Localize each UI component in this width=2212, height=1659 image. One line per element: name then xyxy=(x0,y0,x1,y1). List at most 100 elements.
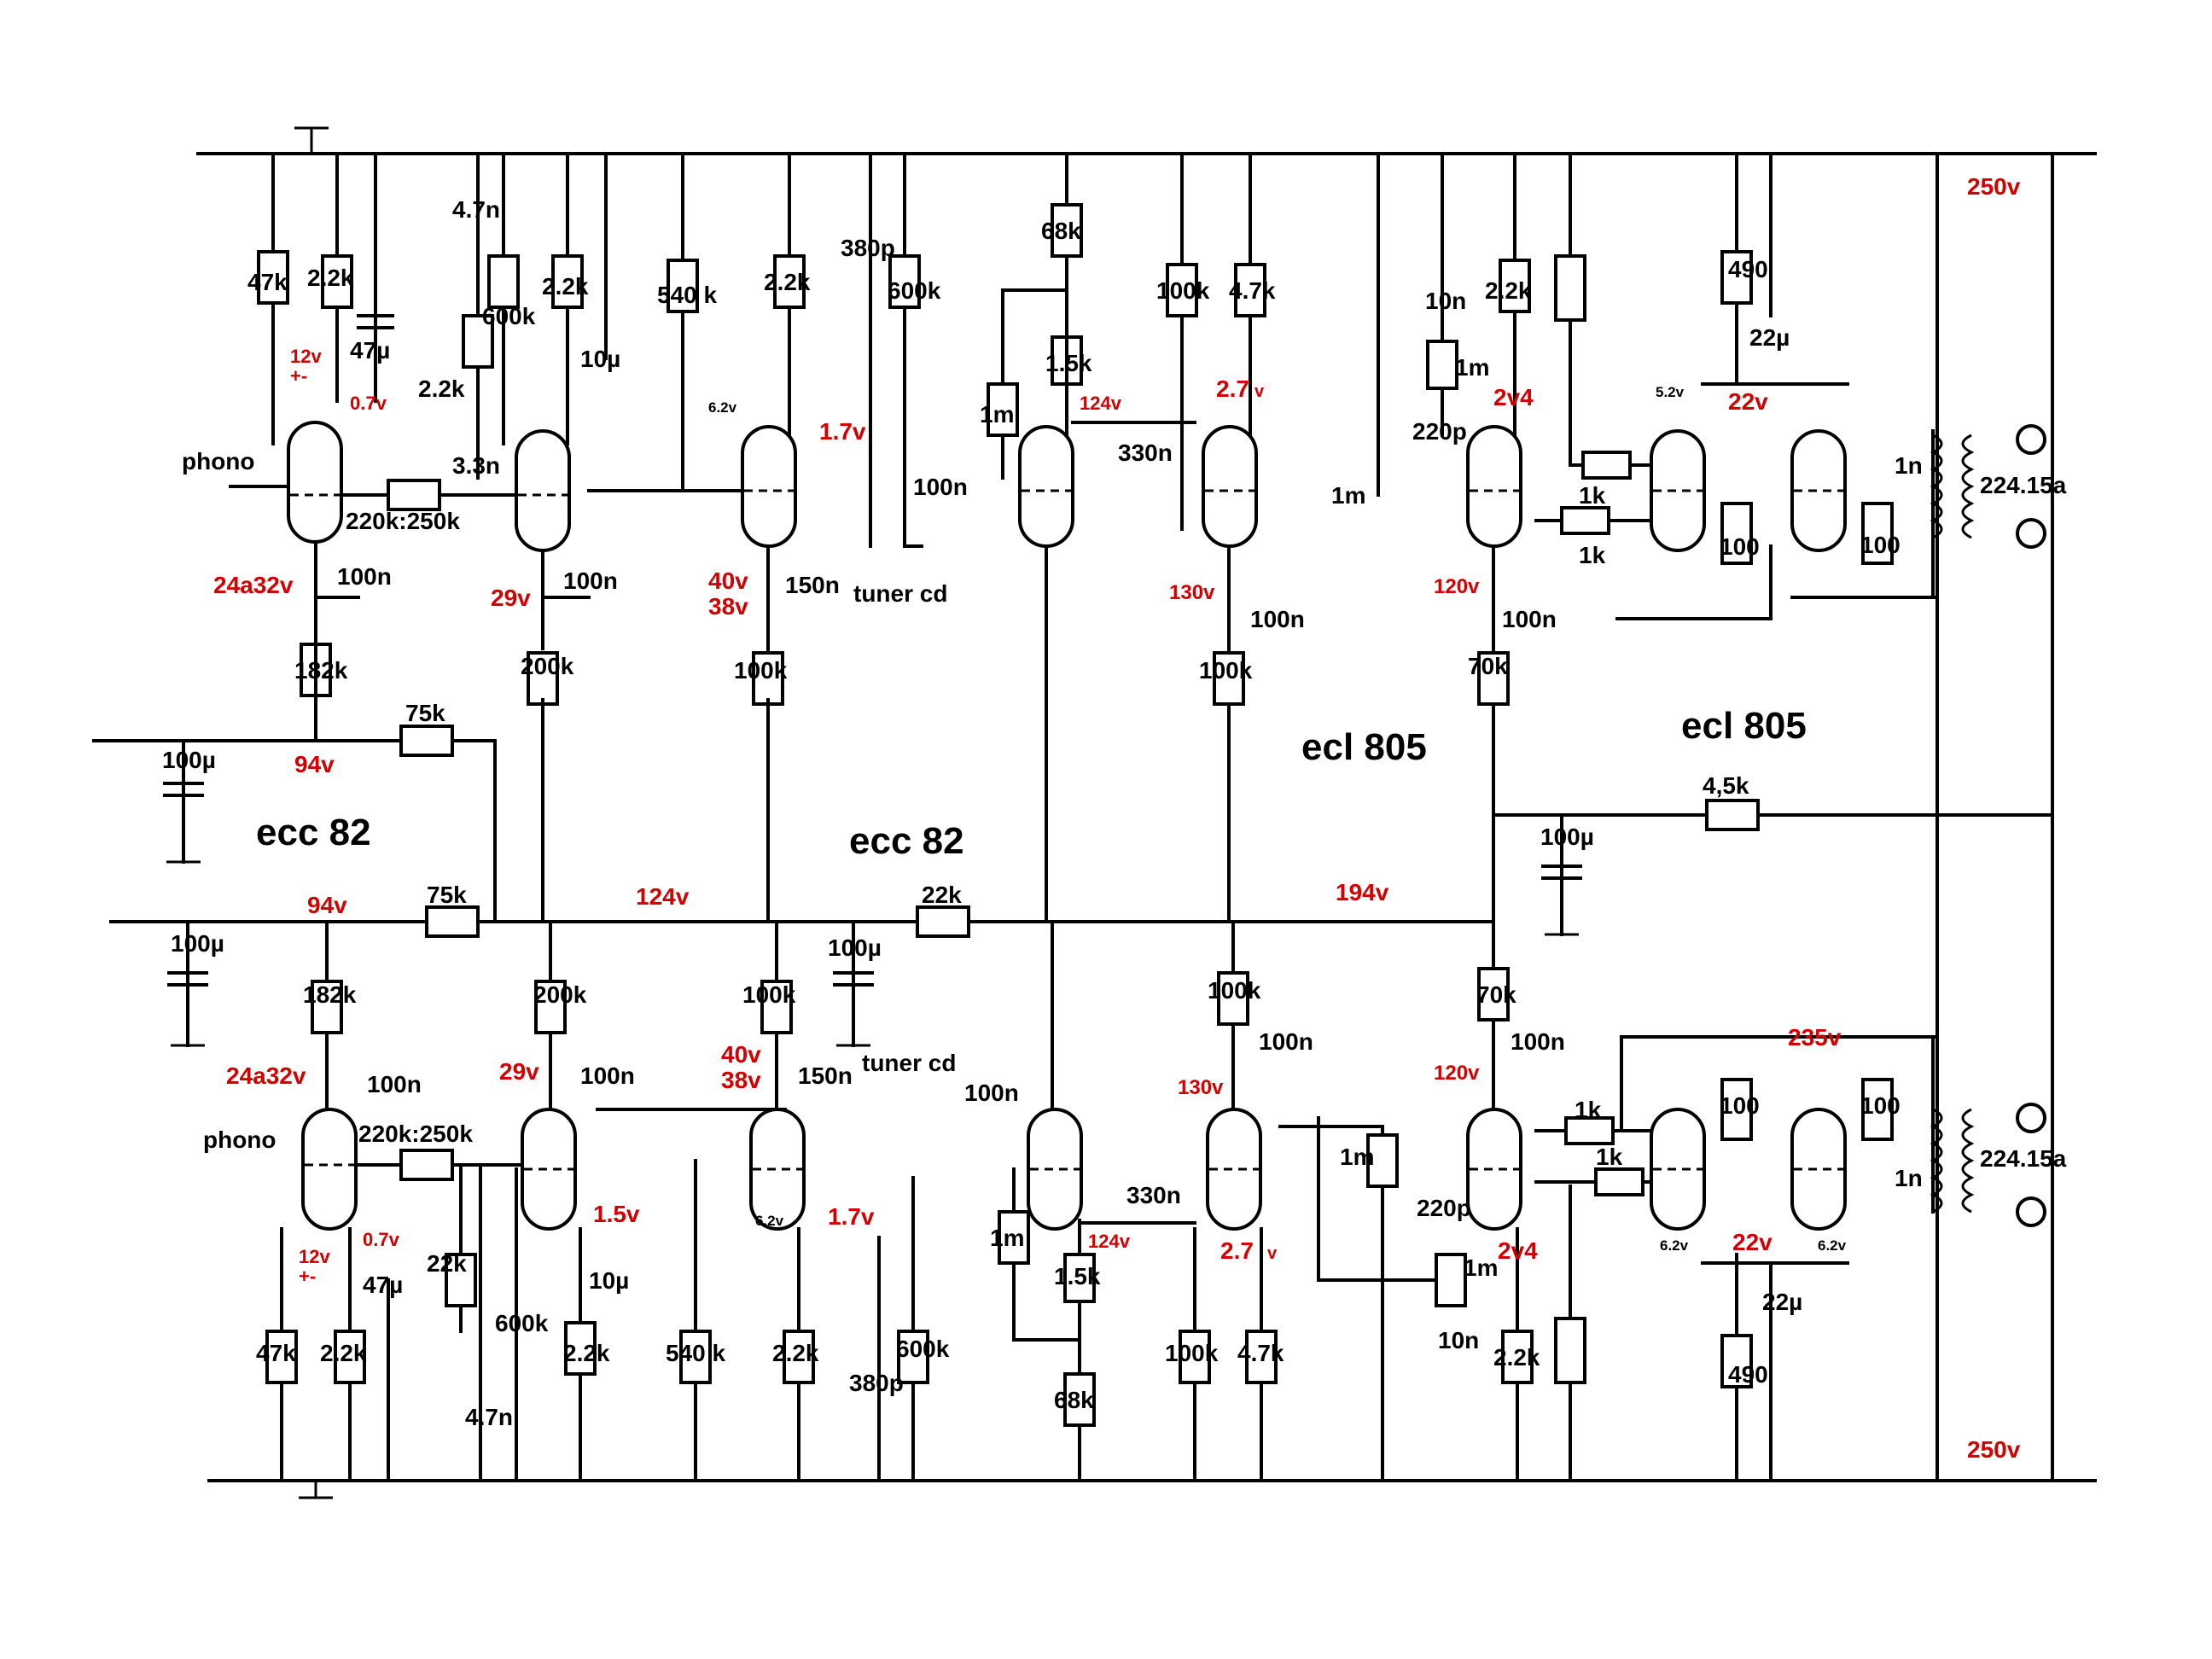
svg-text:100: 100 xyxy=(1860,532,1901,558)
mid-components xyxy=(163,725,1760,1047)
heater-52: 5.2v xyxy=(1656,384,1685,400)
svg-text:100k: 100k xyxy=(734,657,788,684)
svg-text:224.15a: 224.15a xyxy=(1980,1145,2067,1172)
v-bot-130v: 130v xyxy=(1178,1076,1224,1099)
v-bot-120v: 120v xyxy=(1434,1062,1480,1085)
svg-text:47µ: 47µ xyxy=(350,337,390,364)
svg-text:100µ: 100µ xyxy=(171,930,224,957)
svg-text:47k: 47k xyxy=(256,1340,296,1366)
v-bot-124v-small: 124v xyxy=(1088,1231,1131,1252)
svg-text:1m: 1m xyxy=(1331,482,1365,509)
v-bot-24a32v: 24a32v xyxy=(226,1062,306,1089)
v-bot-235v: 235v xyxy=(1788,1024,1842,1051)
svg-text:70k: 70k xyxy=(1468,653,1508,679)
svg-text:380p: 380p xyxy=(849,1370,904,1396)
svg-text:68k: 68k xyxy=(1041,218,1081,244)
svg-text:22k: 22k xyxy=(922,882,962,908)
svg-text:4.7k: 4.7k xyxy=(1237,1340,1284,1366)
v-bot-pm: +- xyxy=(299,1266,316,1287)
tuner-input-bottom: tuner cd xyxy=(862,1050,956,1076)
svg-text:2.2k: 2.2k xyxy=(764,269,811,295)
v-top-17v: 1.7v xyxy=(819,418,866,445)
svg-text:490: 490 xyxy=(1728,1361,1768,1388)
tuner-input-top: tuner cd xyxy=(853,580,947,607)
v-bot-27v-unit: v xyxy=(1267,1244,1278,1263)
voltage-labels: 12v +- 0.7v 24a32v 29v 1.7v 40v 38v 124v… xyxy=(213,173,2021,1463)
v-mid-94v: 94v xyxy=(307,892,347,918)
tube-v14 xyxy=(1466,1108,1522,1231)
v-bot-07v: 0.7v xyxy=(363,1229,400,1250)
tube-v16 xyxy=(1790,1108,1847,1231)
svg-text:100k: 100k xyxy=(1199,657,1253,684)
phono-input-top: phono xyxy=(182,448,255,474)
v-top-130v: 130v xyxy=(1169,581,1215,604)
svg-text:224.15a: 224.15a xyxy=(1980,472,2067,498)
top-channel xyxy=(229,152,2046,923)
svg-text:182k: 182k xyxy=(294,657,348,684)
svg-text:4.7n: 4.7n xyxy=(465,1404,513,1430)
v-bot-2v4: 2v4 xyxy=(1498,1237,1538,1264)
tube-v9 xyxy=(301,1108,358,1231)
svg-text:4.7n: 4.7n xyxy=(452,196,500,223)
svg-text:600k: 600k xyxy=(888,277,941,304)
svg-text:100k: 100k xyxy=(742,981,796,1008)
v-top-22v: 22v xyxy=(1728,388,1768,415)
v-top-40v: 40v xyxy=(708,568,748,594)
svg-text:70k: 70k xyxy=(1476,981,1516,1008)
svg-text:100n: 100n xyxy=(964,1080,1019,1106)
v-bot-38v: 38v xyxy=(721,1067,761,1093)
svg-text:100µ: 100µ xyxy=(162,747,216,773)
svg-text:200k: 200k xyxy=(533,981,587,1008)
v-top-38v: 38v xyxy=(708,593,748,620)
svg-text:4,5k: 4,5k xyxy=(1703,772,1749,799)
svg-text:100n: 100n xyxy=(580,1062,635,1089)
svg-text:330n: 330n xyxy=(1126,1182,1181,1208)
svg-text:100k: 100k xyxy=(1165,1340,1219,1366)
v-top-27v: 2.7 xyxy=(1216,375,1249,402)
v-top-124v-small: 124v xyxy=(1080,393,1122,414)
v-bot-22v: 22v xyxy=(1732,1229,1773,1255)
tube-v10 xyxy=(521,1108,577,1231)
v-top-120v: 120v xyxy=(1434,575,1480,598)
svg-text:100n: 100n xyxy=(1250,606,1305,632)
heater-62a: 6.2v xyxy=(708,399,737,416)
v-top-24a32v: 24a32v xyxy=(213,572,294,598)
svg-text:1n: 1n xyxy=(1895,452,1923,479)
svg-text:10µ: 10µ xyxy=(589,1267,629,1294)
bottom-channel xyxy=(265,920,2046,1482)
svg-text:1m: 1m xyxy=(1455,354,1489,381)
svg-text:47k: 47k xyxy=(247,269,288,295)
svg-text:220k:250k: 220k:250k xyxy=(358,1121,473,1147)
v-top-07v: 0.7v xyxy=(350,393,387,414)
svg-text:10µ: 10µ xyxy=(580,346,620,372)
svg-text:4.7k: 4.7k xyxy=(1229,277,1276,304)
tube-v6 xyxy=(1466,425,1522,548)
v-supply-bottom: 250v xyxy=(1967,1436,2021,1463)
svg-text:1k: 1k xyxy=(1596,1144,1623,1170)
svg-text:2.2k: 2.2k xyxy=(307,265,354,291)
svg-text:10n: 10n xyxy=(1425,288,1466,314)
svg-text:2.2k: 2.2k xyxy=(542,273,589,300)
svg-text:100n: 100n xyxy=(367,1071,422,1097)
svg-text:1m: 1m xyxy=(1464,1254,1498,1281)
svg-text:75k: 75k xyxy=(405,700,445,726)
svg-text:1k: 1k xyxy=(1575,1097,1602,1123)
rails xyxy=(92,152,2097,1482)
svg-text:1m: 1m xyxy=(980,401,1014,428)
heater-62c: 6.2v xyxy=(1660,1237,1689,1254)
svg-text:100n: 100n xyxy=(563,568,618,594)
svg-text:22µ: 22µ xyxy=(1749,324,1790,351)
tube-v11 xyxy=(749,1108,806,1231)
v-bot-15v: 1.5v xyxy=(593,1201,640,1227)
v-mid-124v: 124v xyxy=(636,883,690,910)
v-bot-12v: 12v xyxy=(299,1246,330,1267)
tube-v13 xyxy=(1206,1108,1262,1231)
svg-text:100n: 100n xyxy=(1511,1028,1565,1055)
component-labels-bottom: 100n 220k:250k 100n 150n 100n 330n 100n … xyxy=(256,1028,2067,1430)
svg-text:2.2k: 2.2k xyxy=(1493,1344,1540,1371)
tube-v5 xyxy=(1202,425,1258,548)
svg-text:100: 100 xyxy=(1860,1092,1901,1119)
label-ecl805-right: ecl 805 xyxy=(1681,705,1807,747)
svg-text:2.2k: 2.2k xyxy=(1485,277,1532,304)
v-top-pm: +- xyxy=(290,365,307,387)
